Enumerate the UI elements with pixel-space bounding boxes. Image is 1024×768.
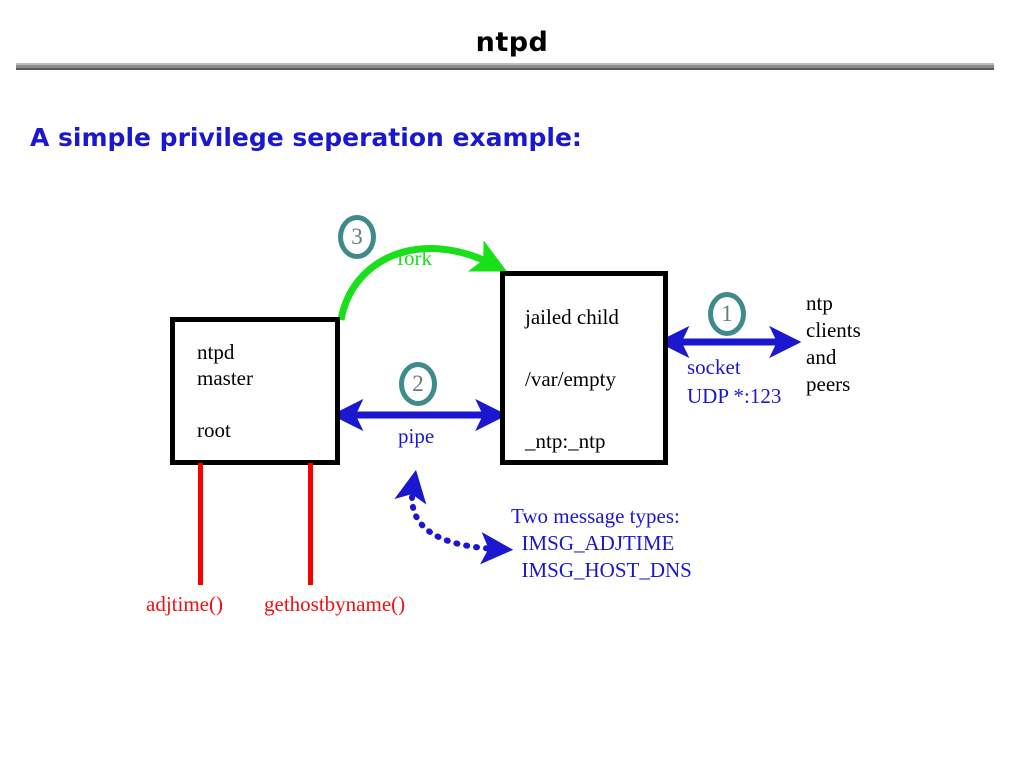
child-process-text: jailed child /var/empty _ntp:_ntp — [525, 305, 619, 453]
master-process-text: ntpd master root — [197, 340, 253, 442]
ntp-clients-label: ntp clients and peers — [806, 291, 861, 396]
step-badge-1: 1 — [708, 292, 746, 336]
gethostbyname-connector — [308, 463, 313, 585]
message-types-label: Two message types: IMSG_ADJTIME IMSG_HOS… — [511, 504, 692, 582]
fork-label: fork — [397, 246, 432, 270]
adjtime-label: adjtime() — [146, 592, 223, 616]
adjtime-connector — [198, 463, 203, 585]
step-badge-2: 2 — [399, 362, 437, 406]
pipe-label: pipe — [398, 424, 435, 448]
step-badge-3: 3 — [338, 215, 376, 259]
child-process-box: jailed child /var/empty _ntp:_ntp — [500, 271, 668, 465]
page-title: ntpd — [475, 27, 549, 58]
slide-subtitle: A simple privilege seperation example: — [30, 123, 582, 152]
socket-label: socket UDP *:123 — [687, 355, 782, 408]
master-process-box: ntpd master root — [170, 317, 340, 465]
gethostbyname-label: gethostbyname() — [264, 592, 406, 616]
title-divider — [16, 63, 994, 70]
message-types-callout-arrow — [394, 469, 514, 565]
